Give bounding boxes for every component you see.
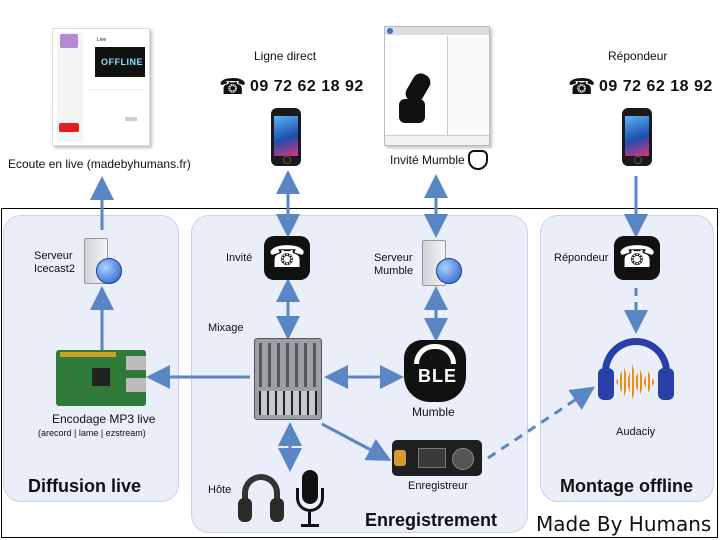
mixer-console xyxy=(254,338,322,420)
montage-offline-title: Montage offline xyxy=(560,476,693,496)
repondeur-label: Répondeur xyxy=(554,252,609,264)
enregistreur-label: Enregistreur xyxy=(408,480,468,492)
audacity-logo xyxy=(596,338,676,404)
invite-mumble-label: Invité Mumble xyxy=(390,153,465,167)
website-screenshot: Live OFFLINE xyxy=(52,28,150,146)
site-live-title: Live xyxy=(97,37,107,43)
encodage-label: Encodage MP3 live xyxy=(52,412,156,426)
telephone-icon-repondeur: ☎ xyxy=(568,74,596,99)
arrow-mixer-enregistreur xyxy=(321,422,392,461)
hote-label: Hôte xyxy=(208,484,232,496)
smartphone-icon-repondeur xyxy=(622,108,652,166)
recorder-device xyxy=(392,440,482,476)
mumble-small-icon xyxy=(468,150,488,170)
repondeur-number: 09 72 62 18 92 xyxy=(599,78,713,95)
smartphone-icon-ligne xyxy=(271,108,301,166)
mumble-logo: BLE xyxy=(404,340,466,402)
website-logo xyxy=(60,34,78,48)
globe-icon-mumble xyxy=(436,258,462,284)
ecoute-label: Ecoute en live (madebyhumans.fr) xyxy=(8,157,191,171)
mixage-label: Mixage xyxy=(208,322,244,334)
globe-icon-icecast xyxy=(96,258,122,284)
offline-banner-text: OFFLINE xyxy=(101,57,143,67)
diagram-frame xyxy=(1,208,718,538)
mumble-label: Mumble xyxy=(412,405,455,419)
enregistrement-title: Enregistrement xyxy=(365,510,498,530)
brand-footer: Made By Humans xyxy=(536,512,712,536)
headphones-icon xyxy=(236,472,286,526)
raspberry-pi-board xyxy=(56,350,146,406)
ligne-direct-label: Ligne direct xyxy=(254,49,317,63)
mumble-client-screenshot xyxy=(384,26,490,146)
diffusion-live-title: Diffusion live xyxy=(28,476,142,496)
encodage-detail: (arecord | lame | ezstream) xyxy=(38,428,146,438)
telephone-icon: ☎ xyxy=(219,74,247,99)
microphone-icon xyxy=(294,470,326,530)
youtube-logo xyxy=(59,123,79,132)
serveur-icecast-label: Serveur Icecast2 xyxy=(34,250,75,275)
telephone-icon-invite: ☎ xyxy=(264,236,310,280)
offline-banner: OFFLINE xyxy=(95,47,145,77)
telephone-icon-repondeur-offline: ☎ xyxy=(614,236,660,280)
mumble-logo-text: BLE xyxy=(418,366,457,386)
invite-label: Invité xyxy=(226,252,253,264)
arrow-enregistreur-audacity xyxy=(487,386,595,460)
audacity-label: Audaciy xyxy=(616,426,656,438)
microphone-fist-image xyxy=(395,69,435,125)
ligne-direct-number: 09 72 62 18 92 xyxy=(250,78,364,95)
serveur-mumble-label: Serveur Mumble xyxy=(374,252,414,277)
repondeur-label-top: Répondeur xyxy=(608,49,668,63)
